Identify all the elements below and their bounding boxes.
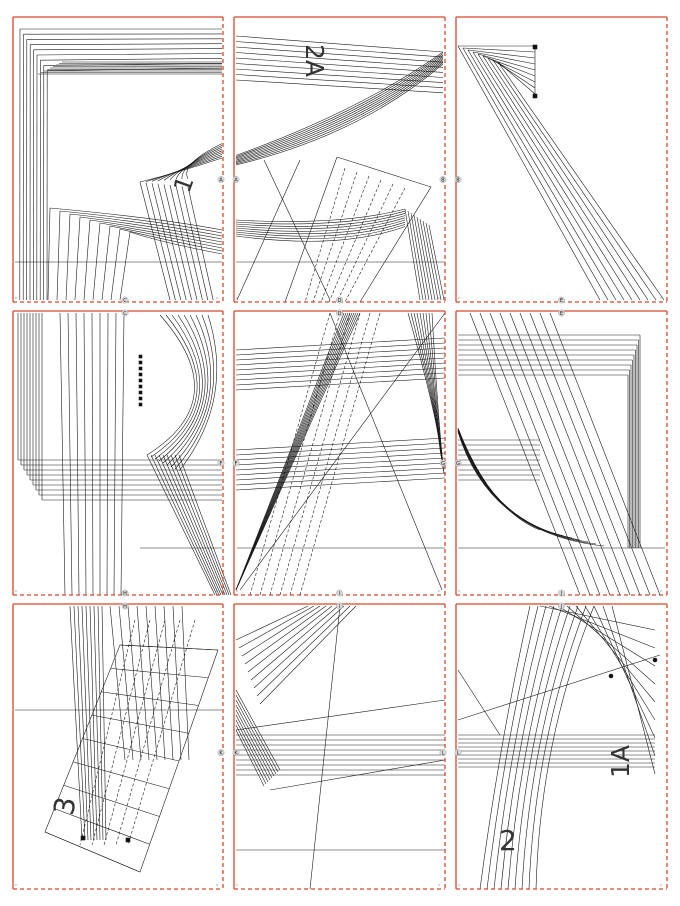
marker-i: I	[336, 602, 343, 610]
svg-text:C: C	[123, 311, 127, 317]
svg-text:✂: ✂	[438, 589, 441, 593]
svg-text:G: G	[441, 461, 445, 467]
svg-text:K: K	[219, 750, 223, 756]
pattern-lines	[15, 28, 665, 890]
svg-text:✂: ✂	[15, 296, 18, 300]
svg-text:L: L	[457, 750, 460, 756]
marker-i: I	[336, 589, 343, 597]
tile-b3	[233, 603, 446, 890]
marker-e: E	[558, 309, 565, 317]
svg-text:C: C	[123, 298, 127, 304]
svg-text:✂: ✂	[458, 589, 461, 593]
svg-text:J: J	[560, 591, 562, 597]
svg-text:L: L	[442, 750, 445, 756]
marker-d: D	[336, 296, 343, 304]
piece-label-2a: 2A	[300, 44, 329, 77]
svg-text:J: J	[560, 604, 562, 610]
svg-text:✂: ✂	[216, 296, 219, 300]
svg-text:✂: ✂	[660, 883, 663, 887]
marker-h: H	[121, 589, 129, 597]
svg-text:A: A	[219, 177, 223, 183]
svg-text:E: E	[560, 298, 563, 304]
marker-g: G	[439, 459, 447, 467]
tile-a3	[12, 603, 224, 890]
svg-text:✂: ✂	[438, 296, 441, 300]
svg-text:✂: ✂	[216, 883, 219, 887]
marker-b: B	[454, 176, 462, 183]
marker-d: D	[336, 309, 343, 317]
marker-a: A	[232, 176, 240, 183]
svg-text:I: I	[339, 604, 340, 610]
svg-text:F: F	[220, 461, 223, 467]
svg-text:D: D	[338, 298, 342, 304]
marker-j: J	[558, 589, 565, 597]
svg-text:✂: ✂	[236, 296, 239, 300]
tile-a1	[12, 16, 224, 303]
marker-k: K	[217, 749, 225, 756]
marker-f: F	[217, 459, 225, 467]
svg-text:✂: ✂	[15, 589, 18, 593]
svg-text:✂: ✂	[660, 296, 663, 300]
marker-l: L	[454, 749, 462, 756]
svg-text:✂: ✂	[216, 589, 219, 593]
piece-label-1a: 1A	[606, 745, 635, 778]
svg-text:H: H	[123, 604, 127, 610]
svg-text:✂: ✂	[458, 883, 461, 887]
svg-text:✂: ✂	[15, 883, 18, 887]
svg-text:K: K	[234, 750, 238, 756]
tile-frames: ✂ ✂ ✂ ✂ ✂ ✂ ✂ ✂ ✂ ✂ ✂ ✂ ✂ ✂ ✂ ✂ ✂ ✂	[12, 16, 668, 890]
tile-c3	[455, 603, 668, 890]
marker-g: G	[454, 459, 462, 467]
marker-c: C	[121, 296, 129, 304]
marker-c: C	[121, 309, 129, 317]
svg-text:✂: ✂	[236, 883, 239, 887]
marker-h: H	[121, 602, 129, 610]
svg-text:I: I	[339, 591, 340, 597]
piece-label-1: 1	[168, 172, 200, 196]
marker-k: K	[232, 749, 240, 756]
marker-b: B	[439, 176, 447, 183]
svg-text:H: H	[123, 591, 127, 597]
svg-text:✂: ✂	[458, 296, 461, 300]
svg-text:E: E	[560, 311, 563, 317]
svg-text:✂: ✂	[236, 589, 239, 593]
svg-text:G: G	[456, 461, 460, 467]
tile-a2	[12, 310, 224, 596]
piece-label-3: 3	[47, 794, 83, 817]
svg-text:B: B	[441, 177, 445, 183]
marker-a: A	[217, 176, 225, 183]
piece-label-2: 2	[499, 824, 517, 857]
svg-text:F: F	[235, 461, 238, 467]
tile-markers: A C B A D B E F H C G F I D G J E K H L K I L J	[121, 176, 565, 756]
marker-e: E	[558, 296, 565, 304]
svg-text:✂: ✂	[660, 589, 663, 593]
svg-text:A: A	[234, 177, 238, 183]
svg-text:B: B	[456, 177, 460, 183]
svg-text:✂: ✂	[438, 883, 441, 887]
marker-j: J	[558, 602, 565, 610]
marker-f: F	[232, 459, 240, 467]
svg-text:D: D	[338, 311, 342, 317]
marker-l: L	[439, 749, 447, 756]
